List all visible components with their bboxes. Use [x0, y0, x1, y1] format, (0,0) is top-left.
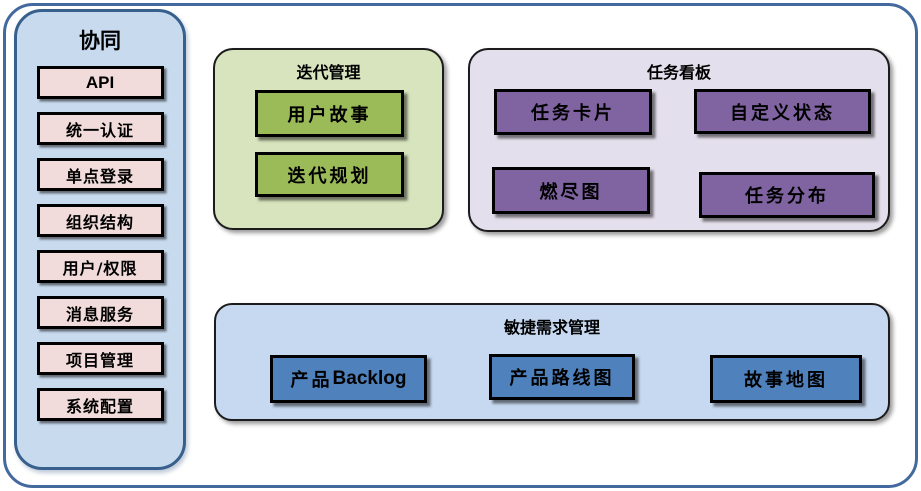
sidebar-item-sso: 单点登录 [36, 158, 164, 191]
box-story-map: 故事地图 [710, 355, 862, 403]
box-burndown-chart: 燃尽图 [492, 167, 650, 214]
box-task-card: 任务卡片 [494, 89, 652, 135]
box-product-roadmap: 产品路线图 [489, 354, 635, 400]
box-iteration-planning: 迭代规划 [255, 152, 404, 197]
sidebar-item-project-management: 项目管理 [36, 342, 164, 375]
sidebar-title: 协同 [79, 30, 121, 53]
group-task-board: 任务看板 任务卡片 自定义状态 燃尽图 任务分布 [468, 48, 890, 232]
sidebar-item-message-service: 消息服务 [36, 296, 164, 329]
group-agile-title: 敏捷需求管理 [503, 320, 600, 337]
sidebar-item-list: API 统一认证 单点登录 组织结构 用户/权限 消息服务 项目管理 系统配置 [17, 66, 183, 421]
sidebar-item-user-permissions: 用户/权限 [36, 250, 164, 283]
box-user-story: 用户故事 [255, 90, 404, 137]
group-iteration-management: 迭代管理 用户故事 迭代规划 [213, 48, 444, 230]
box-custom-status: 自定义状态 [694, 89, 871, 134]
group-taskboard-title: 任务看板 [646, 65, 711, 82]
sidebar-collaboration: 协同 API 统一认证 单点登录 组织结构 用户/权限 消息服务 项目管理 系统… [14, 9, 186, 470]
box-task-distribution: 任务分布 [699, 172, 875, 218]
group-iteration-title: 迭代管理 [296, 65, 361, 82]
sidebar-item-system-config: 系统配置 [36, 388, 164, 421]
sidebar-item-unified-auth: 统一认证 [36, 112, 164, 145]
sidebar-item-api: API [36, 66, 164, 99]
sidebar-item-org-structure: 组织结构 [36, 204, 164, 237]
